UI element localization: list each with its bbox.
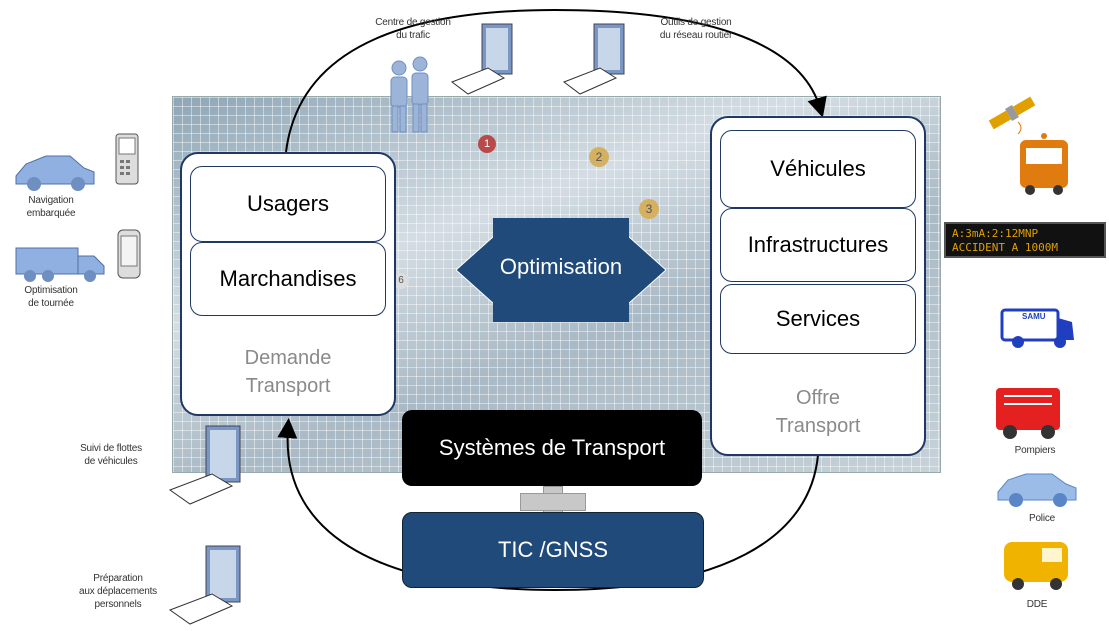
truck-icon <box>14 242 108 286</box>
usagers-box: Usagers <box>190 166 386 242</box>
transport-systems-box: Systèmes de Transport <box>402 410 702 486</box>
police-label: Police <box>1028 513 1056 524</box>
ambulance-icon <box>996 304 1078 350</box>
car-icon <box>12 150 98 194</box>
satellite-icon <box>982 92 1042 135</box>
scene-marker: 6 <box>393 273 409 289</box>
vehicules-box: Véhicules <box>720 130 916 208</box>
firefighters-label: Pompiers <box>1014 445 1056 456</box>
scene-marker: 3 <box>639 199 659 219</box>
services-box: Services <box>720 284 916 354</box>
computer-icon <box>448 22 518 96</box>
computer-icon <box>168 544 252 626</box>
computer-icon <box>560 22 630 96</box>
mobile-phone-icon <box>114 132 140 186</box>
fire-truck-icon <box>990 380 1070 442</box>
police-car-icon <box>994 466 1080 510</box>
samu-label: SAMU <box>1022 312 1046 321</box>
optimisation-double-arrow <box>456 218 666 322</box>
tic-gnss-box: TIC /GNSS <box>402 512 704 588</box>
optimisation-label: Optimisation <box>499 254 623 279</box>
scene-marker: 1 <box>478 135 496 153</box>
smartphone-icon <box>116 228 142 280</box>
dde-label: DDE <box>1026 599 1048 610</box>
dde-van-icon <box>998 532 1076 592</box>
infrastructures-box: Infrastructures <box>720 208 916 282</box>
computer-icon <box>168 424 252 506</box>
offer-panel: Véhicules Infrastructures Services Offre… <box>710 116 926 456</box>
marchandises-box: Marchandises <box>190 242 386 316</box>
scene-marker: 2 <box>589 147 609 167</box>
bus-icon <box>1016 132 1072 198</box>
plus-icon <box>520 486 586 520</box>
people-icon <box>384 56 436 134</box>
